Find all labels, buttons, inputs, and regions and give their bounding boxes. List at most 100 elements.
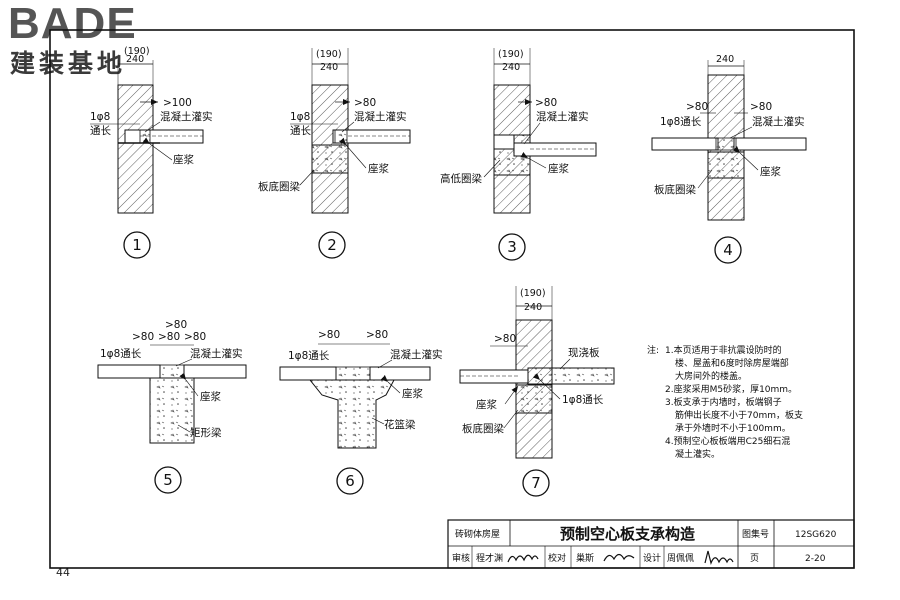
detail-7: (190) 240 >80 现浇板 座浆 1φ8通长 板底圈梁 7 xyxy=(459,286,615,497)
wall xyxy=(117,84,154,214)
edge-text-4: >80 xyxy=(184,331,206,343)
detail-6: >80 >80 1φ8通长 混凝土灌实 座浆 花篮梁 6 xyxy=(279,329,443,495)
bar-text: 1φ8 xyxy=(90,111,110,123)
detail-5: >80 >80 >80 >80 1φ8通长 混凝土灌实 座浆 矩形梁 5 xyxy=(97,319,247,494)
dim-top-text: (190) xyxy=(498,49,524,60)
page-number-block: 2-20 xyxy=(805,554,826,564)
dim-top-text: (190) xyxy=(520,288,546,299)
checker-signature xyxy=(603,553,635,562)
reviewer-name: 程才渊 xyxy=(476,552,503,564)
fill-text: 混凝土灌实 xyxy=(390,348,443,361)
detail-number-circle xyxy=(318,231,346,259)
designer-name: 周佩佩 xyxy=(667,552,694,564)
note-line: 承于外墙时不小于100mm。 xyxy=(675,422,791,434)
note-line: 凝土灌实。 xyxy=(675,448,720,460)
reviewer-signature xyxy=(507,554,539,563)
check-label: 校对 xyxy=(548,552,566,564)
detail-number-circle xyxy=(498,233,526,261)
dim-top-text: (190) xyxy=(316,49,342,60)
designer-signature xyxy=(704,550,734,565)
detail-number-circle xyxy=(522,469,550,497)
detail-1: (190) 240 >100 1φ8 通长 混凝土灌实 座浆 1 xyxy=(90,46,213,259)
edge-text-2: >80 xyxy=(132,331,154,343)
fill-text: 混凝土灌实 xyxy=(354,110,407,123)
notes-heading: 注: xyxy=(647,344,659,356)
edge-text-3: >80 xyxy=(158,331,180,343)
title-block: 砖砌体房屋 预制空心板支承构造 图集号 12SG620 审核 程才渊 校对 巢斯… xyxy=(447,519,855,569)
atlas-label: 图集号 xyxy=(742,528,769,540)
rectangular-beam xyxy=(149,377,195,444)
edge-right-text: >80 xyxy=(750,101,772,113)
fill-text: 混凝土灌实 xyxy=(536,110,589,123)
dim-top-text: (190) xyxy=(124,46,150,57)
edge-text-1: >80 xyxy=(165,319,187,331)
bar-text: 1φ8通长 xyxy=(288,350,330,362)
hollow-slab-right xyxy=(369,366,431,381)
detail-number-circle xyxy=(336,467,364,495)
detail-number: 3 xyxy=(507,238,517,256)
edge-text-2: >80 xyxy=(366,329,388,341)
mortar-text: 座浆 xyxy=(200,390,221,403)
beam-text: 板底圈梁 xyxy=(258,180,300,193)
hollow-slab-right xyxy=(183,364,247,379)
page-number: 44 xyxy=(56,566,70,579)
detail-number: 1 xyxy=(132,236,142,254)
cast-in-place-slab xyxy=(527,367,615,385)
mortar-text: 座浆 xyxy=(173,153,194,166)
edge-text: >80 xyxy=(354,97,376,109)
detail-4: 240 >80 >80 1φ8通长 混凝土灌实 板底圈梁 座浆 4 xyxy=(651,54,807,264)
note-line: 2.座浆采用M5砂浆，厚10mm。 xyxy=(665,383,797,395)
fill-text: 混凝土灌实 xyxy=(190,347,243,360)
hollow-slab-left xyxy=(279,366,337,381)
drawing-title: 预制空心板支承构造 xyxy=(560,525,695,543)
hollow-slab xyxy=(513,142,597,157)
ring-beam xyxy=(311,144,349,174)
concrete-fill xyxy=(159,364,185,379)
edge-text-1: >80 xyxy=(318,329,340,341)
dim-bottom-text: 240 xyxy=(524,302,542,313)
note-line: 楼、屋盖和6度时除房屋端部 xyxy=(675,357,789,369)
note-line: 4.预制空心板板端用C25细石混 xyxy=(665,435,790,447)
dim-bottom-text: 240 xyxy=(502,62,520,73)
note-line: 3.板支承于内墙时，板端钢子 xyxy=(665,396,782,408)
detail-number: 4 xyxy=(723,241,733,259)
note-line: 1.本页适用于非抗震设防时的 xyxy=(665,344,782,356)
note-line: 筋伸出长度不小于70mm，板支 xyxy=(675,409,803,421)
edge-text: >80 xyxy=(535,97,557,109)
mortar-text: 座浆 xyxy=(760,165,781,178)
mortar-text: 座浆 xyxy=(368,162,389,175)
bar-text-2: 通长 xyxy=(290,125,311,137)
concrete-fill xyxy=(334,129,348,144)
mortar-text: 座浆 xyxy=(402,387,423,400)
bar-text: 1φ8 xyxy=(290,111,310,123)
brand-logo: BADE xyxy=(8,0,137,48)
checker-name: 巢斯 xyxy=(576,552,594,564)
detail-number: 5 xyxy=(163,471,173,489)
ring-beam xyxy=(707,151,745,179)
detail-number-circle xyxy=(154,466,182,494)
hollow-slab xyxy=(459,369,529,384)
note-line: 大房间外的楼盖。 xyxy=(675,370,747,382)
atlas-number: 12SG620 xyxy=(795,530,837,540)
dim-text: 240 xyxy=(716,54,734,65)
hollow-slab-left xyxy=(97,364,161,379)
mortar-text: 座浆 xyxy=(548,162,569,175)
design-label: 设计 xyxy=(643,552,661,564)
bar-text: 1φ8通长 xyxy=(100,348,142,360)
category-text: 砖砌体房屋 xyxy=(455,528,500,540)
notes: 注: 1.本页适用于非抗震设防时的 楼、屋盖和6度时除房屋端部 大房间外的楼盖。… xyxy=(647,344,803,460)
hollow-slab-right xyxy=(733,137,807,151)
ring-beam xyxy=(515,384,553,414)
detail-2: (190) 240 >80 1φ8 通长 混凝土灌实 座浆 板底圈梁 2 xyxy=(258,48,411,259)
beam-text: 板底圈梁 xyxy=(462,422,504,435)
detail-3: (190) 240 >80 混凝土灌实 高低圈梁 座浆 3 xyxy=(440,48,597,261)
bar-text: 1φ8通长 xyxy=(660,116,702,128)
slab-text: 现浇板 xyxy=(568,346,600,359)
detail-number: 6 xyxy=(345,472,355,490)
fill-text: 混凝土灌实 xyxy=(752,115,805,128)
beam-text: 矩形梁 xyxy=(190,426,222,439)
hollow-slab-left xyxy=(651,137,719,151)
beam-text: 板底圈梁 xyxy=(654,183,696,196)
beam-text: 高低圈梁 xyxy=(440,172,482,185)
